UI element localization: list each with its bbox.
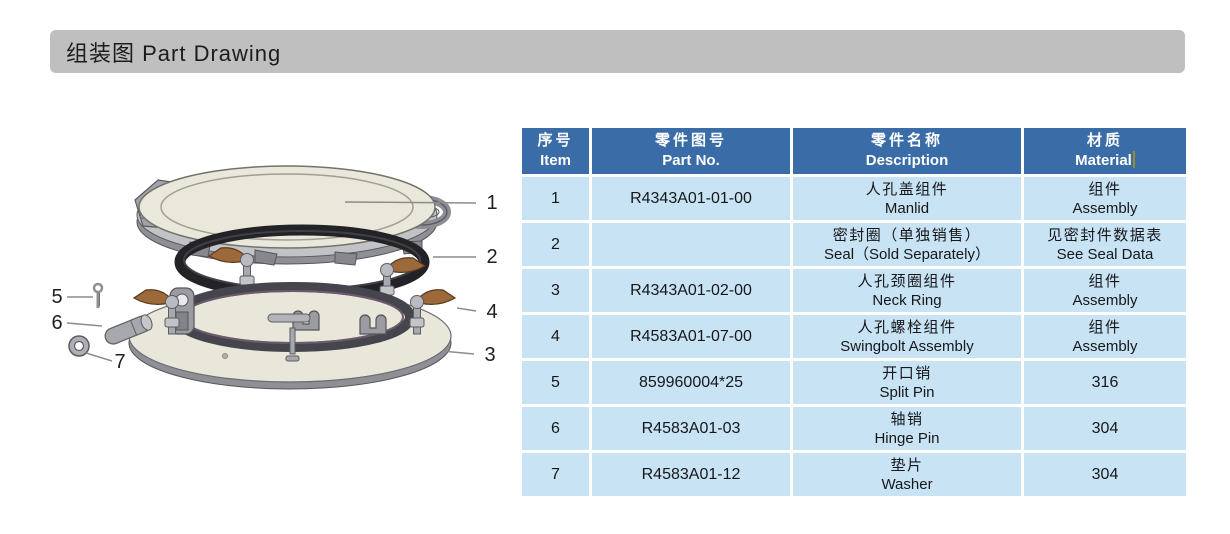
material-cell: 组件 Assembly	[1024, 315, 1186, 358]
callout-5: 5	[51, 286, 62, 308]
item-cell: 2	[522, 223, 589, 266]
material-cell: 316	[1024, 361, 1186, 404]
description-cell: 人孔螺栓组件 Swingbolt Assembly	[793, 315, 1021, 358]
callout-3: 3	[484, 344, 495, 366]
leader-line-7	[85, 352, 113, 362]
material-cell: 304	[1024, 453, 1186, 496]
item-cell: 6	[522, 407, 589, 450]
exploded-view-drawing: 1 2 4 3 5 6 7	[40, 160, 515, 415]
item-cell: 1	[522, 177, 589, 220]
header-description: 零件名称 Description	[793, 128, 1021, 174]
callout-4: 4	[486, 301, 497, 323]
part-no-cell: R4583A01-12	[592, 453, 790, 496]
part-no-cell: R4583A01-07-00	[592, 315, 790, 358]
description-cell: 开口销 Split Pin	[793, 361, 1021, 404]
part-no-cell: R4343A01-01-00	[592, 177, 790, 220]
material-cell: 组件 Assembly	[1024, 269, 1186, 312]
item-cell: 7	[522, 453, 589, 496]
leader-line-4	[456, 307, 477, 312]
description-cell: 垫片 Washer	[793, 453, 1021, 496]
exploded-view-svg: 1 2 4 3 5 6 7	[51, 165, 498, 390]
header-material: 材质 Material	[1024, 128, 1186, 174]
callout-1: 1	[486, 192, 497, 214]
header-item: 序号 Item	[522, 128, 589, 174]
leader-line-6	[66, 322, 103, 327]
callout-7: 7	[114, 351, 125, 373]
part-no-cell: 859960004*25	[592, 361, 790, 404]
part-no-cell: R4583A01-03	[592, 407, 790, 450]
description-cell: 密封圈（单独销售） Seal（Sold Separately）	[793, 223, 1021, 266]
leader-lines	[66, 201, 477, 362]
material-cell: 组件 Assembly	[1024, 177, 1186, 220]
part-no-cell	[592, 223, 790, 266]
leader-line-3	[441, 350, 475, 355]
description-cell: 人孔颈圈组件 Neck Ring	[793, 269, 1021, 312]
clevis-bracket	[359, 314, 387, 335]
parts-table: 序号 Item 零件图号 Part No. 零件名称 Description 材…	[522, 128, 1186, 496]
item-cell: 3	[522, 269, 589, 312]
text-cursor	[1132, 151, 1135, 168]
leader-line-1	[344, 201, 477, 204]
hinge-pin-part	[104, 314, 153, 345]
description-cell: 人孔盖组件 Manlid	[793, 177, 1021, 220]
callout-6: 6	[51, 312, 62, 334]
description-cell: 轴销 Hinge Pin	[793, 407, 1021, 450]
material-cell: 304	[1024, 407, 1186, 450]
header-part-no: 零件图号 Part No.	[592, 128, 790, 174]
page-title: 组装图 Part Drawing	[66, 40, 282, 66]
washer-part	[68, 335, 90, 357]
callout-2: 2	[486, 246, 497, 268]
page-title-banner: 组装图 Part Drawing	[50, 30, 1185, 73]
item-cell: 4	[522, 315, 589, 358]
material-cell: 见密封件数据表 See Seal Data	[1024, 223, 1186, 266]
split-pin-part	[92, 282, 104, 308]
item-cell: 5	[522, 361, 589, 404]
part-no-cell: R4343A01-02-00	[592, 269, 790, 312]
neck-ring-part	[128, 282, 452, 390]
